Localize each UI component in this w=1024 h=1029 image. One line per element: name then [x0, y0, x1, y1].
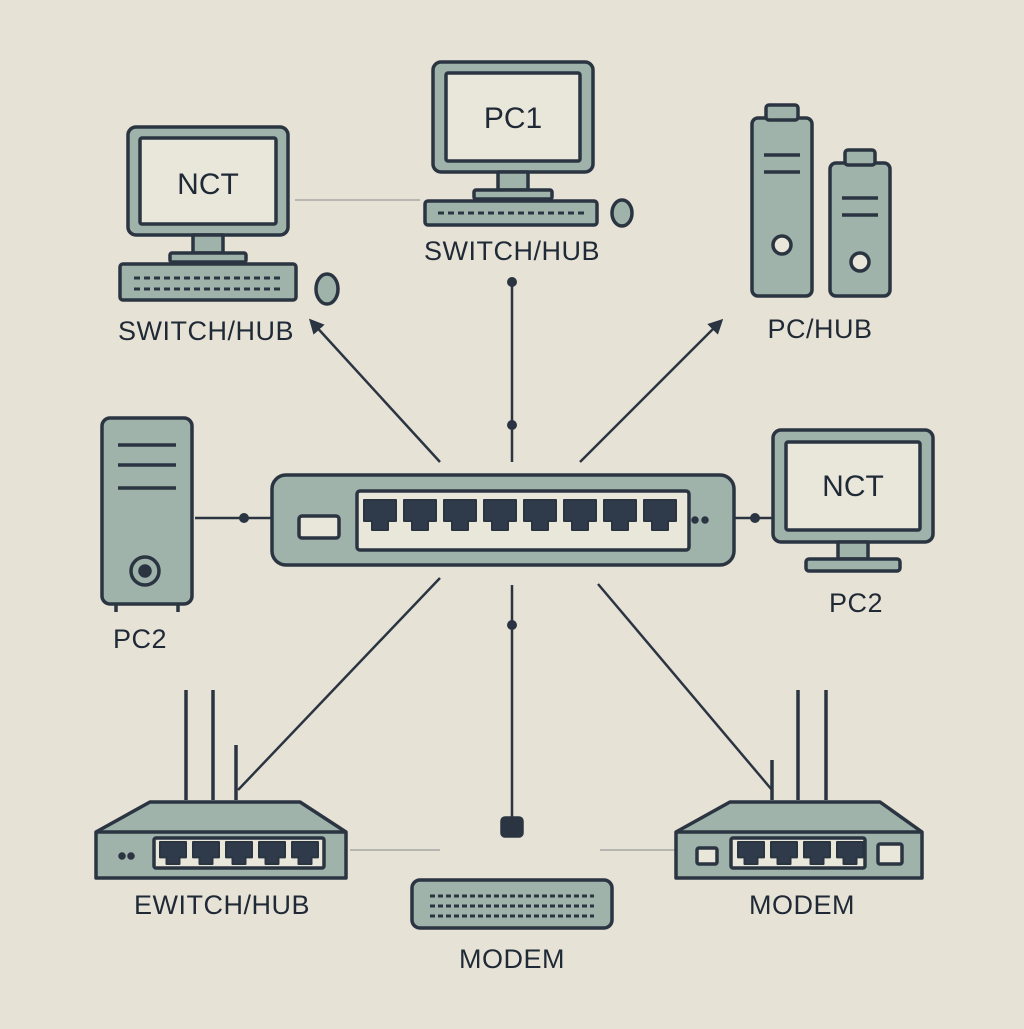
switch-ports [363, 499, 677, 531]
ethernet-port-icon [770, 841, 798, 865]
left-tower-icon [100, 416, 194, 612]
router-ports [159, 841, 319, 865]
label-right-monitor: PC2 [828, 588, 884, 618]
bottom-right-router-icon [674, 690, 924, 880]
link-dot [239, 513, 249, 523]
ethernet-port-icon [523, 499, 557, 531]
ethernet-port-icon [643, 499, 677, 531]
top-left-pc-icon: NCT [118, 125, 340, 306]
ethernet-port-icon [603, 499, 637, 531]
bottom-center-modem-icon [410, 816, 614, 930]
ethernet-port-icon [836, 841, 864, 865]
ethernet-port-icon [483, 499, 517, 531]
central-switch-icon [270, 473, 736, 567]
router-ports [737, 841, 864, 865]
ethernet-port-icon [192, 841, 220, 865]
link-dot [750, 513, 760, 523]
ethernet-port-icon [563, 499, 597, 531]
top-left-pc-screen-text: NCT [177, 168, 239, 201]
link-bottom-right [597, 583, 773, 791]
ethernet-port-icon [225, 841, 253, 865]
right-monitor-screen-text: NCT [822, 470, 884, 503]
link-dot [507, 420, 517, 430]
ethernet-port-icon [803, 841, 831, 865]
link-top-right [579, 318, 724, 463]
label-top-left-pc: SWITCH/HUB [118, 316, 294, 346]
link-bottom-left [237, 577, 441, 791]
ethernet-port-icon [403, 499, 437, 531]
label-top-center-pc: SWITCH/HUB [424, 236, 600, 266]
ethernet-port-icon [258, 841, 286, 865]
label-bottom-center-modem: MODEM [459, 944, 565, 974]
label-bottom-right-router: MODEM [749, 890, 855, 920]
top-right-towers-icon [750, 103, 892, 298]
ethernet-port-icon [291, 841, 319, 865]
top-center-pc-icon: PC1 [423, 60, 634, 228]
ethernet-port-icon [159, 841, 187, 865]
link-top-left [308, 318, 441, 463]
label-left-tower: PC2 [112, 624, 168, 654]
ethernet-port-icon [737, 841, 765, 865]
label-bottom-left-router: EWITCH/HUB [134, 890, 310, 920]
ethernet-port-icon [363, 499, 397, 531]
label-top-right-towers: PC/HUB [767, 314, 873, 344]
top-center-pc-screen-text: PC1 [484, 102, 542, 135]
connection-dots [239, 277, 760, 630]
bottom-left-router-icon [94, 690, 348, 880]
right-monitor-icon: NCT [771, 428, 935, 573]
ethernet-port-icon [443, 499, 477, 531]
link-dot [507, 620, 517, 630]
link-dot [507, 277, 517, 287]
